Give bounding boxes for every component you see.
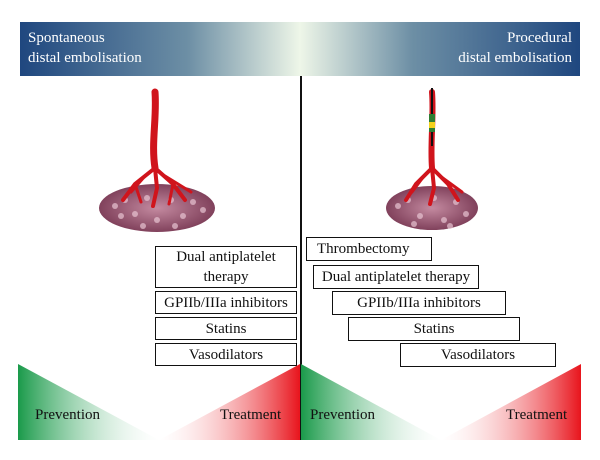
left-vessel-tree xyxy=(121,88,193,208)
left-therapy-vasodilators: Vasodilators xyxy=(155,343,297,366)
right-therapy-vasodilators: Vasodilators xyxy=(400,343,556,367)
header-banner: Spontaneous distal embolisation Procedur… xyxy=(20,22,580,76)
right-therapy-gpiib-iiia: GPIIb/IIIa inhibitors xyxy=(332,291,506,315)
panel-divider xyxy=(300,76,302,440)
left-vessel-illustration xyxy=(99,88,215,232)
left-therapy-statins: Statins xyxy=(155,317,297,340)
right-prevention-triangle xyxy=(301,364,441,440)
left-treatment-triangle xyxy=(159,364,300,440)
right-prevention-label: Prevention xyxy=(310,407,375,423)
right-panel-title: Procedural distal embolisation xyxy=(458,30,572,66)
right-treatment-label: Treatment xyxy=(506,407,568,423)
left-treatment-label: Treatment xyxy=(220,407,282,423)
right-gradient-triangles xyxy=(301,364,581,440)
right-therapy-dual-antiplatelet: Dual antiplatelet therapy xyxy=(313,265,479,289)
left-gradient-triangles xyxy=(18,364,300,440)
right-vessel-tree xyxy=(404,89,464,206)
right-vessel-illustration xyxy=(386,88,478,230)
left-prevention-triangle xyxy=(18,364,159,440)
left-therapy-gpiib-iiia: GPIIb/IIIa inhibitors xyxy=(155,291,297,314)
catheter-icon xyxy=(429,88,435,146)
right-therapy-thrombectomy: Thrombectomy xyxy=(306,237,432,261)
left-therapy-dual-antiplatelet: Dual antiplatelet therapy xyxy=(155,246,297,288)
right-therapy-statins: Statins xyxy=(348,317,520,341)
right-treatment-triangle xyxy=(441,364,581,440)
left-panel-title: Spontaneous distal embolisation xyxy=(28,30,142,66)
left-prevention-label: Prevention xyxy=(35,407,100,423)
